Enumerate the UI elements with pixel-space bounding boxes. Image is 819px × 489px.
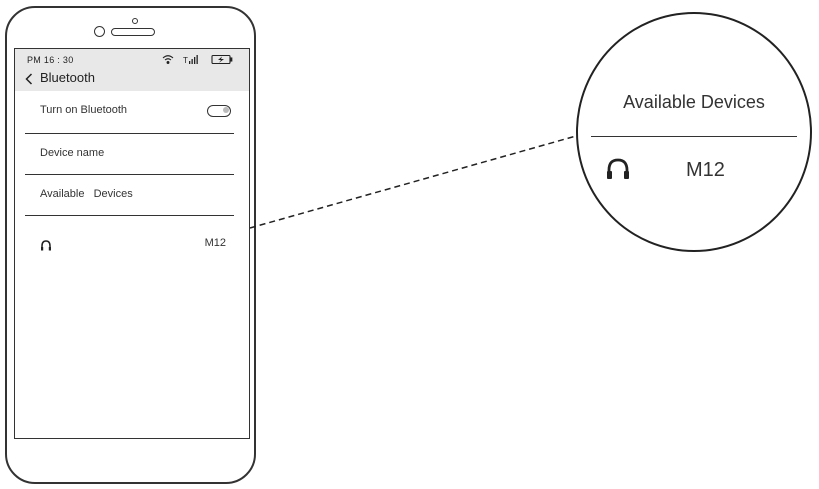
zoom-heading: Available Devices xyxy=(623,92,765,112)
zoom-callout: Available Devices M12 xyxy=(576,12,812,252)
phone-screen: PM 16 : 30 T xyxy=(14,48,250,439)
header-bar: PM 16 : 30 T xyxy=(15,49,249,91)
available-devices-label: Available Devices xyxy=(40,188,133,200)
zoom-divider xyxy=(591,136,797,137)
status-time: PM 16 : 30 xyxy=(27,55,74,65)
wifi-icon xyxy=(162,55,174,64)
svg-text:T: T xyxy=(183,56,188,65)
device-name-row[interactable]: Device name xyxy=(40,147,105,159)
bluetooth-toggle[interactable] xyxy=(207,105,231,117)
divider xyxy=(25,133,234,134)
page-title: Bluetooth xyxy=(40,70,95,85)
toggle-knob xyxy=(223,107,229,113)
device-item-m12[interactable]: M12 xyxy=(204,237,226,249)
sensor-dot xyxy=(132,18,138,24)
chevron-left-icon[interactable] xyxy=(25,72,33,90)
status-icons: T xyxy=(162,53,237,72)
divider xyxy=(25,174,234,175)
zoom-device-name: M12 xyxy=(686,159,725,181)
earpiece-speaker xyxy=(111,28,155,36)
turn-on-bluetooth-label: Turn on Bluetooth xyxy=(40,104,128,116)
divider xyxy=(25,215,234,216)
signal-icon: T xyxy=(183,55,198,65)
battery-charging-icon xyxy=(211,54,233,65)
front-camera xyxy=(94,26,105,37)
headphones-icon xyxy=(40,238,52,256)
headphones-icon xyxy=(605,158,631,185)
